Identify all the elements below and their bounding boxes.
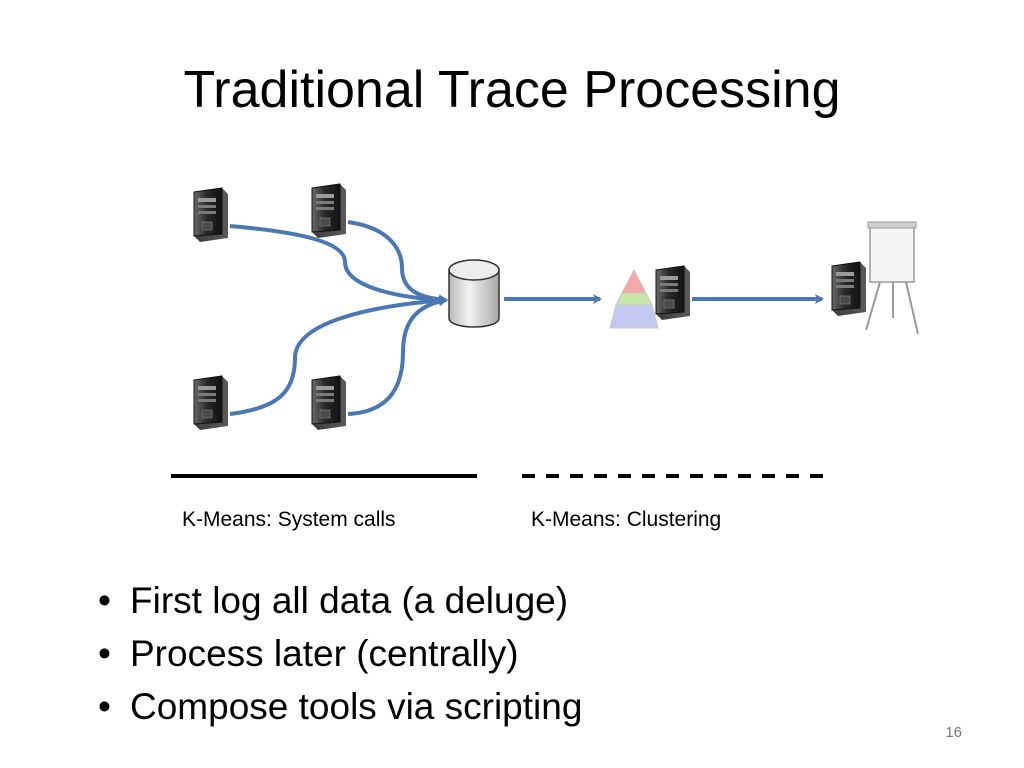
server-icon-results bbox=[831, 261, 867, 317]
bullet-glyph: • bbox=[98, 686, 111, 727]
server-icon-bottom-right bbox=[311, 375, 347, 431]
caption-clustering: K-Means: Clustering bbox=[531, 508, 722, 531]
bullet-item: • Process later (centrally) bbox=[96, 627, 582, 680]
bullet-text: Compose tools via scripting bbox=[130, 686, 583, 727]
flow-arrow-bottom-right bbox=[347, 296, 448, 416]
slide-title: Traditional Trace Processing bbox=[183, 61, 841, 119]
bullet-item: • Compose tools via scripting bbox=[96, 680, 582, 733]
pyramid-icon bbox=[609, 268, 659, 329]
bullet-glyph: • bbox=[98, 633, 111, 674]
server-icon-clustering bbox=[655, 265, 691, 321]
flow-arrow-top-right bbox=[347, 220, 448, 305]
flipchart-icon bbox=[865, 221, 919, 335]
bullet-item: • First log all data (a deluge) bbox=[96, 574, 582, 627]
server-icon-top-left bbox=[193, 187, 229, 243]
bullet-list: • First log all data (a deluge) • Proces… bbox=[96, 574, 582, 733]
trace-processing-diagram bbox=[171, 183, 919, 478]
server-icon-bottom-left bbox=[193, 375, 229, 431]
bullet-glyph: • bbox=[98, 580, 111, 621]
flow-arrow-top-left bbox=[229, 224, 448, 305]
page-number: 16 bbox=[945, 724, 962, 741]
caption-system-calls: K-Means: System calls bbox=[182, 508, 396, 531]
flow-arrow-bottom-left bbox=[229, 295, 448, 416]
database-icon bbox=[448, 259, 500, 328]
server-icon-top-right bbox=[311, 183, 347, 239]
bullet-text: First log all data (a deluge) bbox=[130, 580, 569, 621]
bullet-text: Process later (centrally) bbox=[130, 633, 519, 674]
